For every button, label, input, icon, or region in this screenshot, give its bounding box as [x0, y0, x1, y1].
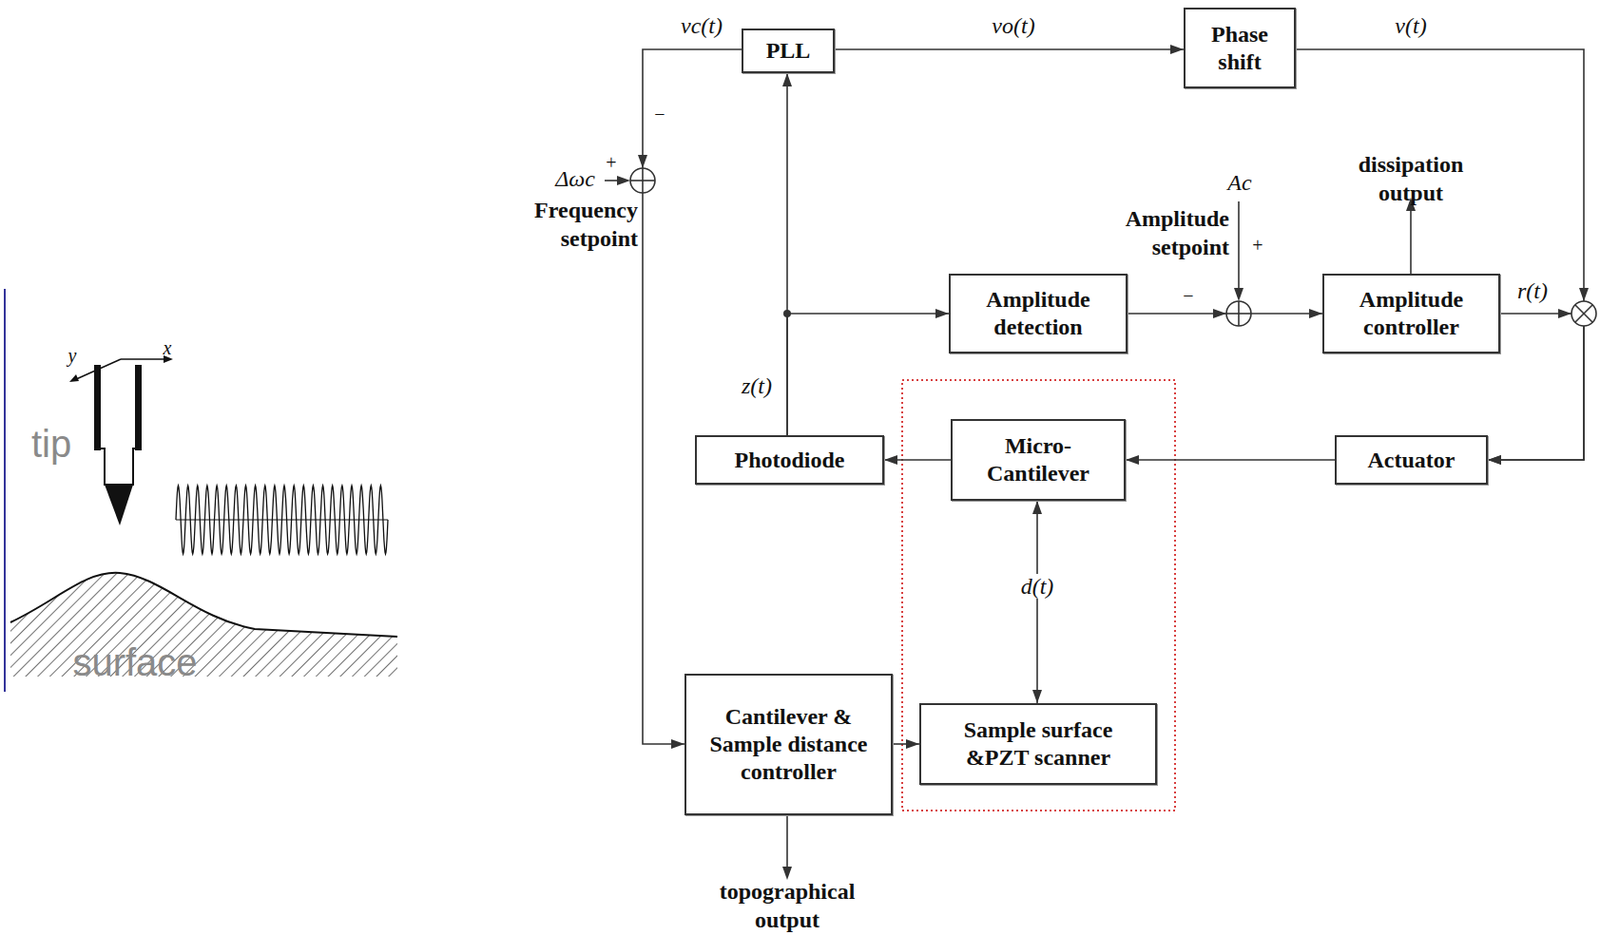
signal-line [642, 49, 742, 745]
axis-label: x [163, 338, 173, 358]
controller-block: Amplitude controller [1322, 273, 1501, 354]
plant-boundary [902, 380, 1176, 811]
controller-block: Cantilever & Sample distance controller [684, 674, 893, 816]
signal-name: d(t) [1019, 574, 1057, 599]
setpoint-symbol: Ac [1225, 170, 1254, 195]
block-label: Amplitude controller [1332, 286, 1490, 342]
plant-block: Micro- Cantilever [950, 419, 1126, 502]
signal-line [834, 48, 1184, 51]
block-label: PLL [766, 37, 811, 65]
output-label: dissipation output [1328, 150, 1495, 208]
block-label: Actuator [1368, 446, 1456, 475]
signal-line [1295, 49, 1584, 461]
summing-junction [630, 168, 656, 193]
signal-name: v(t) [1392, 13, 1428, 39]
signal-line [1487, 313, 1584, 461]
setpoint-label: Frequency setpoint [495, 195, 638, 253]
summing-junction [1226, 301, 1252, 327]
sign-mark: + [1252, 235, 1263, 255]
actuator-block: Actuator [1334, 435, 1488, 485]
block-label: Amplitude detection [960, 286, 1118, 342]
pll-block: PLL [741, 28, 835, 74]
block-label: Phase shift [1192, 20, 1288, 77]
signal-line [884, 459, 951, 462]
axis-label: y [68, 346, 78, 366]
signal-line [1036, 501, 1039, 704]
signal-line [892, 743, 920, 746]
part-label: surface [72, 643, 197, 682]
detector-block: Amplitude detection [948, 273, 1128, 354]
signal-name: z(t) [739, 373, 774, 399]
block-label: Photodiode [733, 446, 845, 475]
arrowheads [616, 154, 1589, 881]
sign-mark: − [1182, 286, 1194, 306]
frame-line [3, 289, 6, 693]
plant-block: Sample surface &PZT scanner [919, 703, 1157, 786]
input-wire [1237, 201, 1240, 290]
sample-surface [10, 573, 398, 677]
sign-mark: − [654, 104, 665, 124]
signal-name: vc(t) [678, 13, 725, 39]
block-label: Sample surface &PZT scanner [943, 716, 1134, 772]
signal-name: r(t) [1515, 278, 1550, 304]
output-wire [786, 815, 789, 869]
sensor-block: Photodiode [694, 435, 885, 485]
oscillation-wave [175, 485, 388, 555]
axes [69, 355, 174, 383]
phase-shift-block: Phase shift [1183, 7, 1296, 89]
branch-dot [783, 309, 791, 318]
input-wire [604, 179, 618, 182]
multiplier [1571, 301, 1597, 327]
signal-line [1125, 459, 1335, 462]
signal-line [787, 313, 949, 436]
block-label: Micro- Cantilever [966, 432, 1110, 488]
setpoint-label: Amplitude setpoint [1077, 204, 1230, 262]
output-wire [1409, 207, 1412, 274]
setpoint-symbol: Δωc [553, 166, 598, 192]
sign-mark: + [605, 153, 617, 173]
block-label: Cantilever & Sample distance controller [709, 703, 869, 786]
part-label: tip [31, 424, 72, 463]
output-label: topographical output [692, 877, 883, 935]
signal-name: vo(t) [989, 13, 1037, 39]
cantilever-tip [94, 365, 142, 526]
